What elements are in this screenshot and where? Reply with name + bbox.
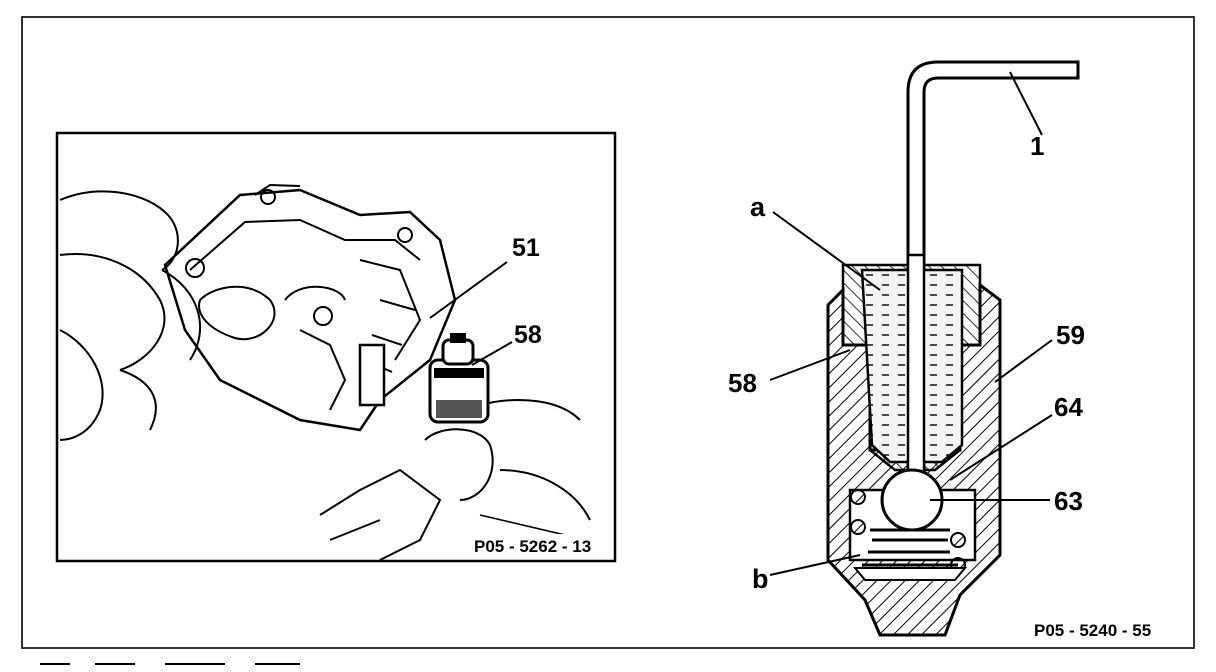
callout-a: a — [750, 192, 766, 222]
leader-64 — [949, 414, 1053, 481]
outer-frame — [21, 16, 1195, 649]
seal-ring — [850, 519, 866, 535]
callout-59: 59 — [1056, 320, 1085, 350]
leader-b — [769, 554, 861, 576]
figure-code-left-bg — [470, 534, 612, 558]
callout-51: 51 — [512, 234, 540, 262]
housing-bolt-hole — [185, 258, 205, 278]
housing-bolt-hole — [313, 306, 333, 326]
callout-58-left: 58 — [514, 321, 542, 349]
tool-shaft — [906, 253, 926, 477]
leader-58-right — [769, 349, 851, 381]
pressure-chamber-b — [852, 567, 968, 581]
hydraulic-element-58 — [428, 333, 490, 424]
callout-b: b — [752, 564, 769, 594]
left-figure: 51 58 P05 - 5262 - 13 — [55, 131, 617, 563]
callout-64: 64 — [1054, 392, 1083, 422]
seal-ring — [850, 489, 866, 505]
leader-a — [772, 211, 881, 291]
housing-bolt-hole — [397, 227, 413, 243]
leader-51 — [429, 261, 508, 319]
leader-59 — [994, 339, 1053, 383]
figure-code-right: P05 - 5240 - 55 — [1034, 621, 1151, 640]
callout-63: 63 — [1054, 486, 1083, 516]
left-hand-shape — [59, 190, 202, 441]
callout-1: 1 — [1030, 131, 1044, 161]
figure-code-left: P05 - 5262 - 13 — [474, 537, 591, 556]
leader-58-left — [471, 341, 513, 366]
housing-tab — [358, 343, 386, 407]
housing-body — [163, 188, 457, 432]
seal-ring — [950, 532, 966, 548]
housing-bolt-hole — [260, 189, 276, 205]
valve-spring — [862, 528, 958, 567]
right-figure: 1 a 59 58 64 63 b P05 - 5240 - 55 — [728, 60, 1151, 640]
lower-hand-shape — [319, 399, 591, 561]
tool-1 — [906, 60, 1080, 472]
leader-1 — [1009, 71, 1043, 136]
callout-58-right: 58 — [728, 368, 757, 398]
